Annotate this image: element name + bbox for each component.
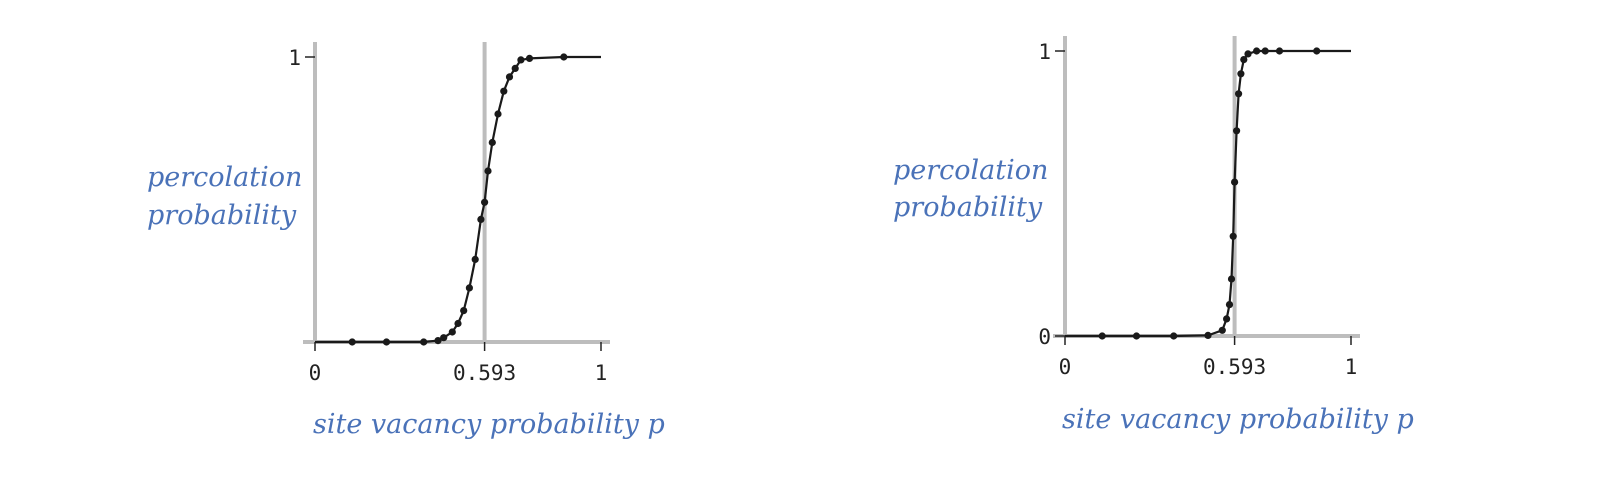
data-point: [477, 215, 485, 223]
data-point: [420, 338, 428, 346]
x-tick-label: 0: [1059, 355, 1072, 379]
x-tick-label: 0.593: [453, 361, 516, 385]
series-line: [1065, 49, 1351, 338]
data-point: [1225, 301, 1234, 309]
data-point: [448, 328, 456, 336]
data-point: [454, 319, 462, 328]
data-point: [460, 307, 468, 315]
data-point: [1132, 332, 1141, 340]
data-point: [1313, 47, 1321, 55]
data-point: [1235, 90, 1243, 98]
x-tick-label: 0: [309, 361, 322, 385]
x-tick-label: 1: [1345, 355, 1358, 379]
data-point: [511, 64, 519, 72]
data-point: [1098, 332, 1106, 340]
data-point: [1227, 275, 1236, 283]
y-axis-label-line-1: percolation: [893, 155, 1048, 186]
data-point: [1240, 56, 1248, 64]
data-point: [505, 73, 514, 81]
data-point: [1223, 315, 1231, 323]
data-point: [1229, 232, 1237, 240]
data-point: [560, 53, 568, 61]
data-point: [1237, 70, 1245, 78]
data-point: [471, 255, 479, 263]
data-point: [1261, 47, 1269, 55]
x-axis-label: site vacancy probability p: [313, 409, 665, 440]
data-point: [465, 284, 473, 292]
y-tick-label: 1: [1038, 40, 1051, 64]
y-axis-label-line-1: percolation: [147, 162, 302, 193]
data-point: [484, 167, 492, 175]
y-axis-label-line-2: probability: [893, 192, 1043, 223]
data-point: [481, 198, 489, 206]
data-point: [382, 338, 391, 346]
data-point: [434, 337, 442, 345]
x-tick-label: 1: [595, 361, 608, 385]
data-point: [500, 87, 508, 95]
data-point: [494, 110, 502, 118]
data-point: [1170, 332, 1178, 340]
data-point: [1233, 127, 1241, 135]
data-point: [488, 138, 496, 147]
data-point: [525, 54, 534, 63]
data-point: [1244, 50, 1252, 58]
data-point: [1204, 331, 1212, 339]
x-axis-label: site vacancy probability p: [1062, 404, 1414, 435]
y-tick-label: 1: [288, 46, 301, 70]
x-tick-label: 0.593: [1203, 355, 1266, 379]
data-point: [348, 338, 356, 346]
y-axis-label-line-2: probability: [147, 200, 297, 231]
data-point: [1218, 326, 1226, 334]
data-point: [1275, 47, 1284, 55]
data-point: [1253, 47, 1261, 55]
y-tick-label: 0: [1038, 325, 1051, 349]
data-point: [440, 334, 448, 342]
data-point: [517, 56, 525, 64]
data-point: [1231, 178, 1239, 186]
